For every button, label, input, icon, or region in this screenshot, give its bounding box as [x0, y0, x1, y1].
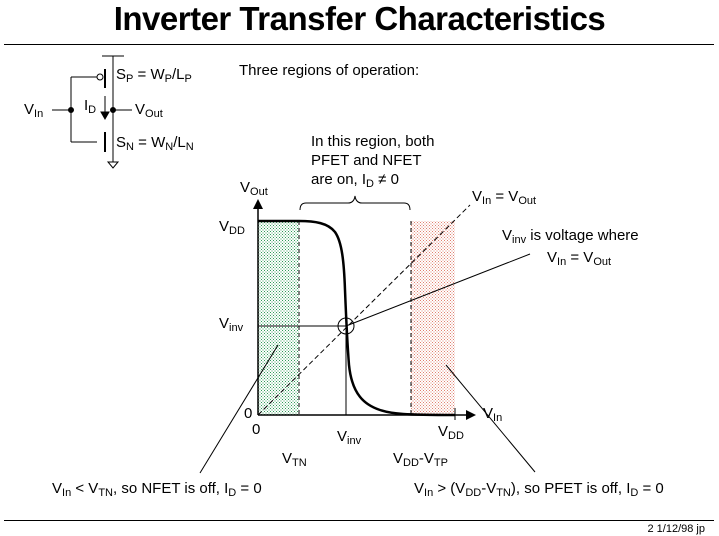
- right-pointer: [445, 364, 536, 473]
- page-title: Inverter Transfer Characteristics: [113, 0, 606, 37]
- zero-y-label: 0: [244, 405, 253, 422]
- transfer-curve: [258, 219, 456, 417]
- vin-circuit-label: VIn: [24, 101, 44, 120]
- vtn-label: VTN: [282, 450, 307, 469]
- vdd-vtp-label: VDD-VTP: [393, 450, 448, 469]
- y-axis-arrow: [253, 199, 263, 209]
- footer-text: 2 1/12/98 jp: [647, 523, 706, 535]
- x-axis-arrow: [466, 410, 476, 420]
- left-pointer: [199, 344, 279, 474]
- id-label: ID: [84, 97, 97, 116]
- vinv-y-tick-label: Vinv: [219, 315, 244, 334]
- vinv-marker: [337, 317, 355, 335]
- vdd-y-tick-label: VDD: [219, 218, 245, 237]
- sp-label: SP = WP/LP: [116, 66, 192, 85]
- vinv-pointer: [345, 253, 531, 327]
- diagonal-label: VIn = VOut: [472, 188, 537, 207]
- nfet-off-annotation: VIn < VTN, so NFET is off, ID = 0: [52, 480, 262, 499]
- title-rule: [4, 44, 714, 45]
- vinv-annotation-line1: Vinv is voltage where: [502, 227, 639, 246]
- both-on-line1: In this region, both: [311, 133, 435, 150]
- vin-equals-vout-line: [257, 204, 471, 416]
- vinv-annotation-line2: VIn = VOut: [547, 249, 612, 268]
- both-on-line2: PFET and NFET: [311, 152, 422, 169]
- y-axis-label: VOut: [240, 179, 268, 198]
- both-on-line3: are on, ID ≠ 0: [311, 171, 399, 190]
- pfet-off-annotation: VIn > (VDD-VTN), so PFET is off, ID = 0: [414, 480, 664, 499]
- sn-label: SN = WN/LN: [116, 134, 194, 153]
- both-on-brace: [299, 195, 411, 211]
- pfet-off-region: [411, 221, 455, 415]
- zero-x-label: 0: [252, 421, 261, 438]
- nfet-off-region: [258, 221, 299, 415]
- regions-heading: Three regions of operation:: [239, 62, 420, 79]
- footer-rule: [4, 520, 714, 521]
- vout-circuit-label: VOut: [135, 101, 163, 120]
- vdd-x-tick-label: VDD: [438, 423, 464, 442]
- vinv-x-tick-label: Vinv: [337, 428, 362, 447]
- inverter-circuit: [52, 55, 132, 169]
- x-axis-label: VIn: [483, 405, 503, 424]
